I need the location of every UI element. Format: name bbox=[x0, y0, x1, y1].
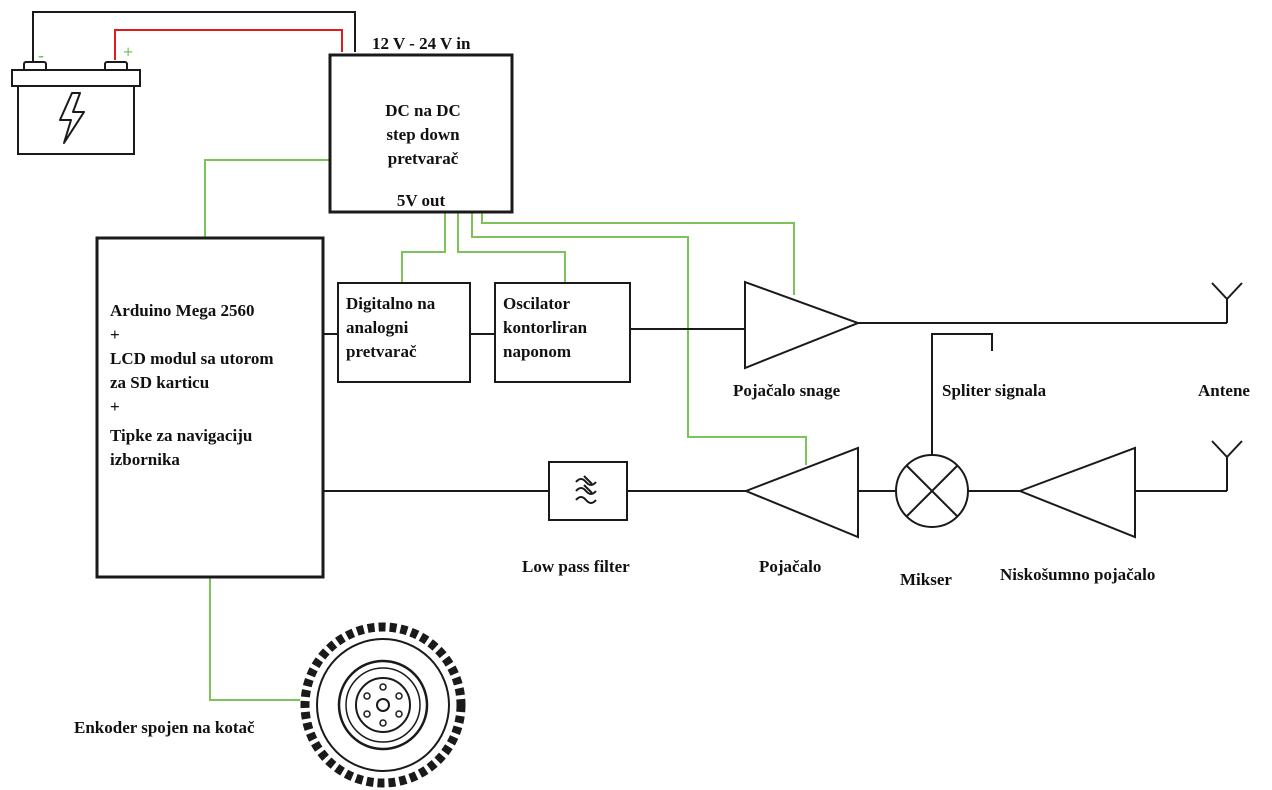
vco-line-2: kontorliran bbox=[503, 318, 588, 337]
arduino-power-wire bbox=[204, 159, 330, 238]
amp-label: Pojačalo bbox=[759, 557, 821, 576]
battery-positive-wire bbox=[114, 29, 343, 60]
antenna-tx-icon bbox=[1211, 282, 1243, 323]
wires bbox=[32, 11, 1227, 701]
amp-power-wire bbox=[471, 212, 807, 465]
amp-triangle bbox=[743, 446, 859, 539]
antennas: Antene bbox=[1198, 282, 1250, 491]
vco-block: Oscilator kontorliran naponom bbox=[494, 282, 631, 383]
battery: - + bbox=[11, 42, 141, 155]
splitter-label: Spliter signala bbox=[942, 381, 1047, 400]
power-amp-label: Pojačalo snage bbox=[733, 381, 841, 400]
low-noise-amplifier: Niskošumno pojačalo bbox=[1000, 446, 1155, 584]
arduino-line-7: izbornika bbox=[110, 450, 180, 469]
splitter-wire bbox=[931, 333, 993, 458]
encoder-wire bbox=[209, 578, 300, 701]
battery-minus-label: - bbox=[38, 45, 44, 65]
dcdc-line-2: step down bbox=[386, 125, 460, 144]
arduino-line-1: Arduino Mega 2560 bbox=[110, 301, 255, 320]
amplifier: Pojačalo bbox=[743, 446, 859, 576]
battery-plus-label: + bbox=[123, 42, 133, 62]
vco-power-wire bbox=[457, 212, 566, 283]
vco-line-3: naponom bbox=[503, 342, 571, 361]
low-pass-filter-icon bbox=[575, 475, 597, 504]
mixer-label: Mikser bbox=[900, 570, 952, 589]
dac-line-2: analogni bbox=[346, 318, 409, 337]
lpf-label: Low pass filter bbox=[522, 557, 630, 576]
dac-line-3: pretvarač bbox=[346, 342, 417, 361]
arduino-block: Arduino Mega 2560 + LCD modul sa utorom … bbox=[95, 236, 325, 579]
encoder: Enkoder spojen na kotač bbox=[74, 622, 466, 788]
power-amp-power-wire bbox=[481, 212, 795, 295]
dac-power-wire bbox=[401, 212, 446, 283]
dcdc-input-label: 12 V - 24 V in bbox=[372, 34, 471, 53]
mixer: Mikser bbox=[895, 454, 969, 589]
dcdc-output-label: 5V out bbox=[397, 191, 446, 210]
arduino-line-3: LCD modul sa utorom bbox=[110, 349, 274, 368]
battery-icon bbox=[11, 61, 141, 155]
dac-block: Digitalno na analogni pretvarač bbox=[337, 282, 471, 383]
encoder-label: Enkoder spojen na kotač bbox=[74, 718, 255, 737]
arduino-line-5: + bbox=[110, 397, 120, 416]
lna-label: Niskošumno pojačalo bbox=[1000, 565, 1155, 584]
arduino-line-6: Tipke za navigaciju bbox=[110, 426, 252, 445]
low-pass-filter: Low pass filter bbox=[522, 461, 630, 576]
power-amplifier: Pojačalo snage bbox=[733, 280, 861, 400]
dcdc-line-1: DC na DC bbox=[385, 101, 461, 120]
dac-line-1: Digitalno na bbox=[346, 294, 436, 313]
antenna-rx-icon bbox=[1211, 440, 1243, 491]
vco-line-1: Oscilator bbox=[503, 294, 570, 313]
arduino-line-2: + bbox=[110, 325, 120, 344]
battery-negative-wire bbox=[32, 11, 356, 62]
lna-triangle bbox=[1017, 446, 1136, 539]
power-amp-triangle bbox=[744, 280, 861, 370]
mixer-icon bbox=[895, 454, 969, 528]
dc-dc-converter: 12 V - 24 V in DC na DC step down pretva… bbox=[328, 34, 514, 214]
wheel-icon bbox=[300, 622, 466, 788]
antennas-label: Antene bbox=[1198, 381, 1250, 400]
arduino-line-4: za SD karticu bbox=[110, 373, 209, 392]
dcdc-line-3: pretvarač bbox=[388, 149, 459, 168]
